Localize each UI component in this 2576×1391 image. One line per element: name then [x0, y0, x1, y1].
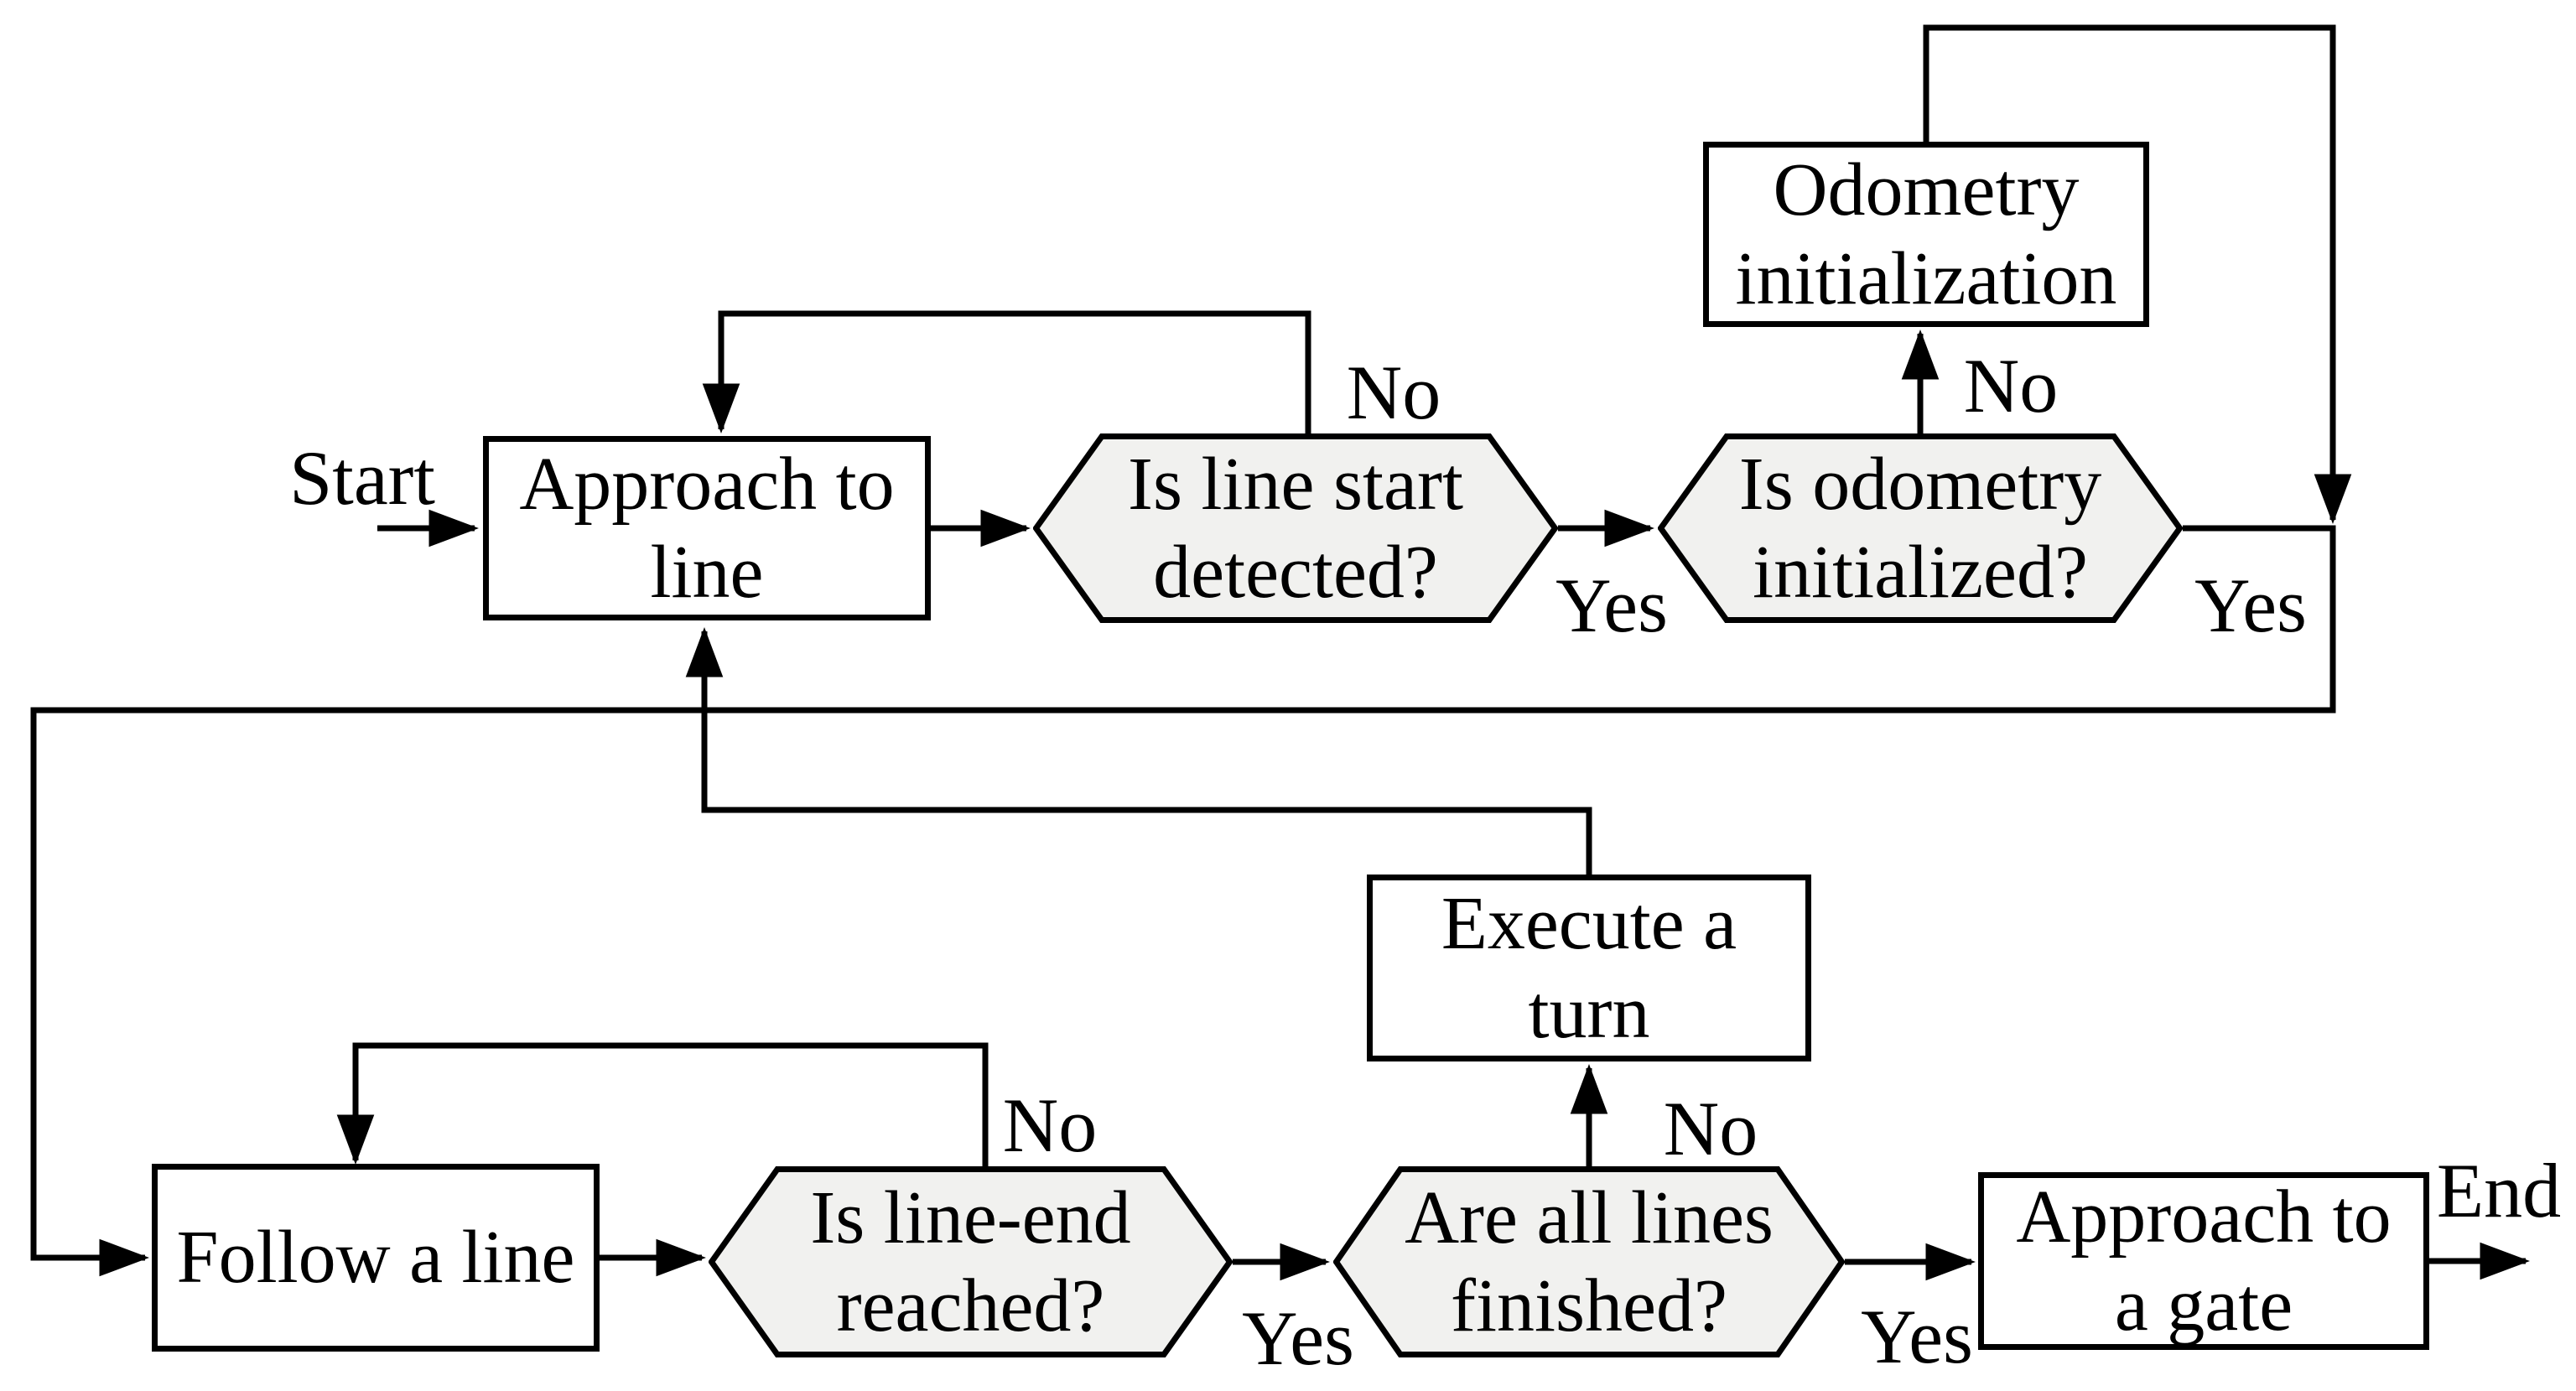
label-line-end-yes: Yes [1242, 1295, 1354, 1381]
hexagon-shape [1333, 1166, 1845, 1357]
node-odometry-initialization: Odometry initialization [1703, 142, 2149, 327]
node-label: Is line-end reached? [810, 1176, 1131, 1347]
node-label: Follow a line [176, 1216, 575, 1300]
label-odometry-no: No [1963, 343, 2059, 428]
node-approach-to-line: Approach to line [483, 436, 931, 620]
label-lines-finished-yes: Yes [1861, 1294, 1973, 1379]
node-label: Odometry initialization [1735, 148, 2117, 320]
edge-lineend-no-loop [336, 1042, 989, 1166]
node-execute-a-turn: Execute a turn [1367, 875, 1811, 1061]
hexagon-shape [1658, 433, 2183, 623]
node-follow-a-line: Follow a line [152, 1164, 600, 1352]
label-odometry-yes: Yes [2194, 563, 2307, 648]
node-approach-to-a-gate: Approach to a gate [1978, 1172, 2429, 1350]
node-is-odometry-initialized: Is odometry initialized? [1658, 433, 2183, 623]
node-label: Is odometry initialized? [1738, 442, 2102, 614]
node-are-all-lines-finished: Are all lines finished? [1333, 1166, 1845, 1357]
node-label: Are all lines finished? [1405, 1176, 1774, 1347]
node-label: Approach to a gate [2016, 1175, 2392, 1347]
node-label: Is line start detected? [1128, 442, 1463, 614]
node-label: Approach to line [519, 442, 895, 614]
node-label: Execute a turn [1441, 882, 1737, 1054]
edge-execute-turn-to-approach [685, 627, 1592, 875]
edge-linestart-no-loop [702, 310, 1311, 433]
hexagon-shape [709, 1166, 1233, 1357]
edge-odometry-init-out-loop [1923, 24, 2352, 524]
node-is-line-end-reached: Is line-end reached? [709, 1166, 1233, 1357]
label-lines-finished-no: No [1663, 1086, 1758, 1171]
label-line-start-yes: Yes [1555, 563, 1668, 648]
label-line-start-no: No [1346, 350, 1441, 435]
label-end: End [2436, 1148, 2562, 1233]
hexagon-shape [1033, 433, 1558, 623]
label-start: Start [289, 435, 435, 521]
node-is-line-start-detected: Is line start detected? [1033, 433, 1558, 623]
label-line-end-no: No [1002, 1082, 1098, 1168]
edge-odometry-yes-to-follow [30, 525, 2336, 1277]
